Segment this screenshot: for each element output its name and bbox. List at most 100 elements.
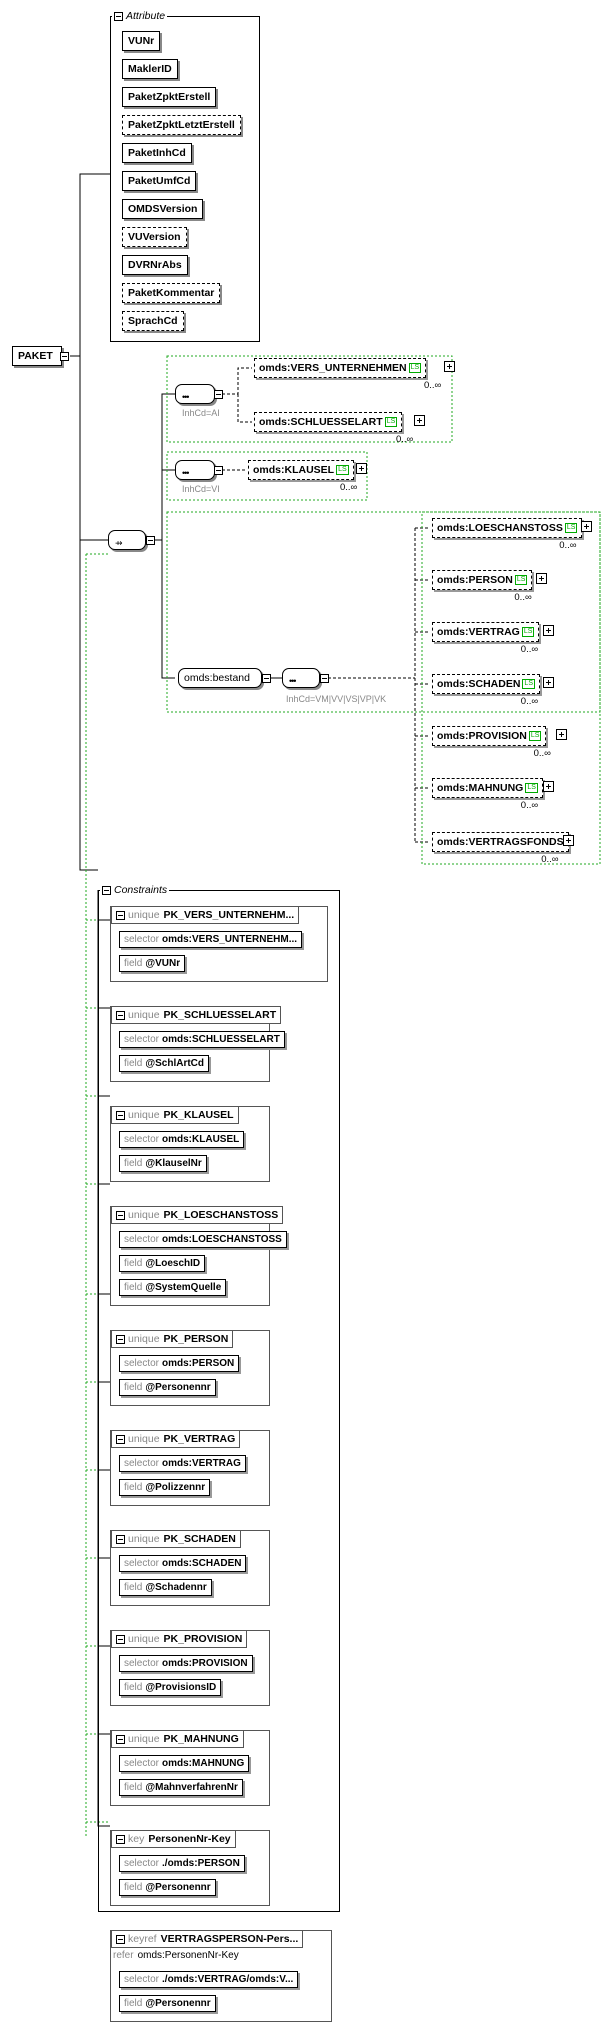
root-element-paket[interactable]: PAKET [12, 346, 62, 366]
bestand-collapse-icon[interactable] [262, 674, 271, 683]
collapse-icon[interactable] [116, 910, 125, 920]
collapse-icon[interactable] [116, 1434, 125, 1444]
selector-label: selector [124, 1134, 160, 1145]
sequence-compositor-bestand[interactable]: ••• [282, 668, 320, 688]
attribute-item[interactable]: PaketInhCd [122, 143, 192, 163]
attribute-item[interactable]: PaketZpktLetztErstell [122, 115, 241, 135]
field-row[interactable]: field@KlauselNr [119, 1155, 207, 1172]
field-row[interactable]: field@Personennr [119, 1995, 216, 2012]
attribute-item[interactable]: MaklerID [122, 59, 178, 79]
attribute-item[interactable]: OMDSVersion [122, 199, 204, 219]
expand-icon[interactable] [563, 835, 575, 846]
expand-icon[interactable] [414, 415, 425, 426]
field-row[interactable]: field@Personennr [119, 1379, 216, 1396]
attribute-item[interactable]: VUNr [122, 31, 161, 51]
expand-icon[interactable] [581, 521, 593, 532]
selector-row[interactable]: selector./omds:PERSON [119, 1855, 245, 1872]
field-row[interactable]: field@Personennr [119, 1879, 216, 1896]
sequence-vi-collapse-icon[interactable] [214, 466, 223, 475]
field-row[interactable]: field@SchlArtCd [119, 1055, 210, 1072]
selector-row[interactable]: selector./omds:VERTRAG/omds:V... [119, 1971, 299, 1988]
root-collapse-icon[interactable] [60, 352, 69, 361]
collapse-icon[interactable] [116, 1634, 125, 1644]
expand-icon[interactable] [555, 729, 567, 740]
constraints-frame-title[interactable]: Constraints [100, 883, 170, 897]
field-row[interactable]: field@LoeschID [119, 1255, 206, 1272]
field-row[interactable]: field@VUNr [119, 955, 186, 972]
expand-icon[interactable] [444, 361, 455, 372]
expand-icon[interactable] [542, 625, 554, 636]
bestand-element-label: omds:PROVISION [437, 730, 527, 742]
collapse-icon[interactable] [116, 1834, 125, 1844]
bestand-sequence-collapse-icon[interactable] [320, 674, 329, 683]
collapse-icon[interactable] [116, 1210, 125, 1220]
attribute-item[interactable]: SprachCd [122, 311, 184, 331]
field-row[interactable]: field@Schadennr [119, 1579, 212, 1596]
attribute-item[interactable]: DVRNrAbs [122, 255, 188, 275]
choice-collapse-icon[interactable] [146, 536, 155, 545]
expand-icon[interactable] [542, 781, 554, 792]
sequence-compositor-vi[interactable]: ••• [175, 460, 215, 480]
collapse-icon[interactable] [116, 1334, 125, 1344]
field-row[interactable]: field@SystemQuelle [119, 1279, 227, 1296]
attribute-item[interactable]: PaketKommentar [122, 283, 221, 303]
field-row[interactable]: field@ProvisionsID [119, 1679, 222, 1696]
collapse-icon[interactable] [116, 1734, 125, 1744]
sequence-compositor-ai[interactable]: ••• [175, 384, 215, 404]
bestand-element[interactable]: omds:VERTRAGSFONDS [432, 832, 569, 852]
collapse-icon[interactable] [114, 11, 123, 21]
selector-value: omds:VERTRAG [162, 1458, 241, 1469]
attribute-item[interactable]: PaketZpktErstell [122, 87, 217, 107]
collapse-icon[interactable] [116, 1010, 125, 1020]
expand-icon[interactable] [356, 463, 367, 474]
expand-icon[interactable] [536, 573, 548, 584]
attribute-label: DVRNrAbs [128, 259, 182, 271]
collapse-icon[interactable] [116, 1110, 125, 1120]
collapse-icon[interactable] [116, 1934, 125, 1944]
attribute-item[interactable]: PaketUmfCd [122, 171, 197, 191]
field-row[interactable]: field@MahnverfahrenNr [119, 1779, 243, 1796]
sequence-ai-collapse-icon[interactable] [214, 390, 223, 399]
attribute-frame-title[interactable]: Attribute [112, 9, 168, 23]
field-row[interactable]: field@Polizzennr [119, 1479, 211, 1496]
choice-compositor[interactable]: ⇸ [108, 530, 146, 550]
expand-icon[interactable] [542, 677, 554, 688]
constraint-kind: unique [128, 1333, 160, 1345]
attribute-item[interactable]: VUVersion [122, 227, 187, 247]
field-value: @KlauselNr [145, 1158, 202, 1169]
choice-icon: ⇸ [115, 538, 122, 548]
collapse-icon[interactable] [102, 885, 111, 895]
group-bestand[interactable]: omds:bestand [178, 668, 262, 688]
collapse-icon[interactable] [116, 1534, 125, 1544]
